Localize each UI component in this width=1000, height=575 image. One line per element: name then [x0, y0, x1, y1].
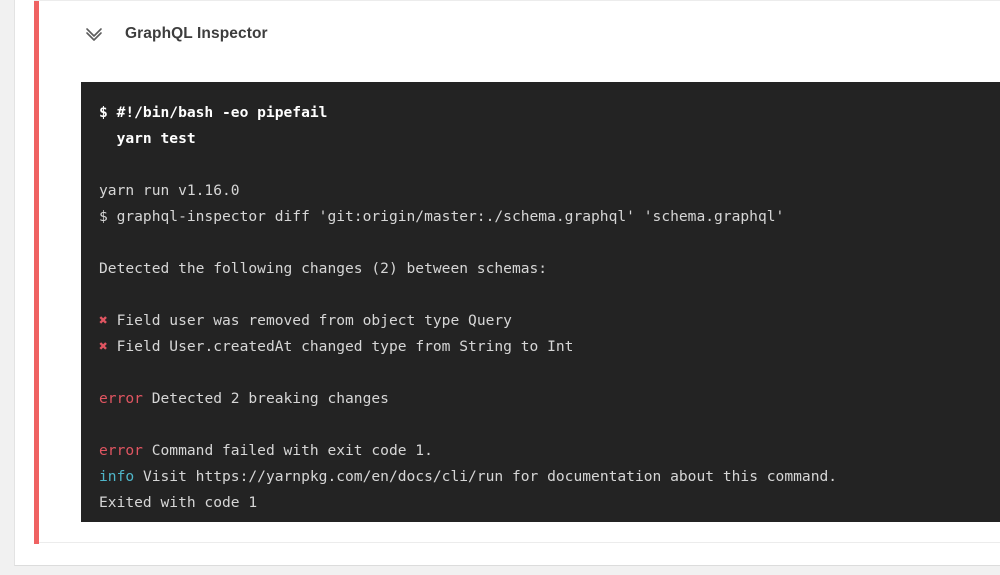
terminal-line: $ graphql-inspector diff 'git:origin/mas…: [99, 204, 1000, 230]
terminal-line: error Command failed with exit code 1.: [99, 438, 1000, 464]
terminal-line: [99, 230, 1000, 256]
terminal-segment-error: error: [99, 390, 143, 407]
terminal-log-lines: $ #!/bin/bash -eo pipefail yarn test yar…: [81, 82, 1000, 522]
terminal-segment-info: info: [99, 468, 135, 485]
terminal-line: ✖ Field user was removed from object typ…: [99, 308, 1000, 334]
terminal-segment-error: error: [99, 442, 143, 459]
terminal-line: ✖ Field User.createdAt changed type from…: [99, 334, 1000, 360]
terminal-line: yarn run v1.16.0: [99, 178, 1000, 204]
status-bar-failed: [34, 1, 39, 544]
build-step-header[interactable]: GraphQL Inspector: [39, 1, 1000, 67]
terminal-segment-plain: Command failed with exit code 1.: [142, 442, 433, 459]
build-step-card: GraphQL Inspector $ #!/bin/bash -eo pipe…: [34, 0, 1000, 544]
terminal-segment-plain: Field User.createdAt changed type from S…: [107, 338, 574, 355]
card-body: GraphQL Inspector $ #!/bin/bash -eo pipe…: [39, 1, 1000, 542]
terminal-line: yarn test: [99, 126, 1000, 152]
terminal-output[interactable]: $ #!/bin/bash -eo pipefail yarn test yar…: [81, 82, 1000, 522]
build-log-panel: GraphQL Inspector $ #!/bin/bash -eo pipe…: [14, 0, 1000, 566]
terminal-segment-cmd: $ #!/bin/bash -eo pipefail: [99, 104, 328, 121]
terminal-line: [99, 282, 1000, 308]
terminal-line: $ #!/bin/bash -eo pipefail: [99, 100, 1000, 126]
terminal-line: error Detected 2 breaking changes: [99, 386, 1000, 412]
terminal-segment-plain: yarn run v1.16.0: [99, 182, 240, 199]
terminal-segment-cmd: yarn test: [99, 130, 196, 147]
terminal-segment-x: ✖: [99, 338, 108, 355]
terminal-line: info Visit https://yarnpkg.com/en/docs/c…: [99, 464, 1000, 490]
double-chevron-down-icon[interactable]: [81, 21, 107, 47]
terminal-segment-plain: Detected the following changes (2) betwe…: [99, 260, 548, 277]
terminal-segment-plain: Visit https://yarnpkg.com/en/docs/cli/ru…: [134, 468, 838, 485]
terminal-segment-x: ✖: [99, 312, 108, 329]
terminal-line: [99, 152, 1000, 178]
terminal-segment-plain: Detected 2 breaking changes: [142, 390, 389, 407]
terminal-line: [99, 360, 1000, 386]
build-step-title: GraphQL Inspector: [125, 25, 268, 42]
terminal-segment-plain: Exited with code 1: [99, 494, 258, 511]
terminal-segment-plain: Field user was removed from object type …: [107, 312, 512, 329]
terminal-segment-plain: $ graphql-inspector diff 'git:origin/mas…: [99, 208, 785, 225]
terminal-line: [99, 412, 1000, 438]
terminal-line: Detected the following changes (2) betwe…: [99, 256, 1000, 282]
terminal-line: Exited with code 1: [99, 490, 1000, 516]
